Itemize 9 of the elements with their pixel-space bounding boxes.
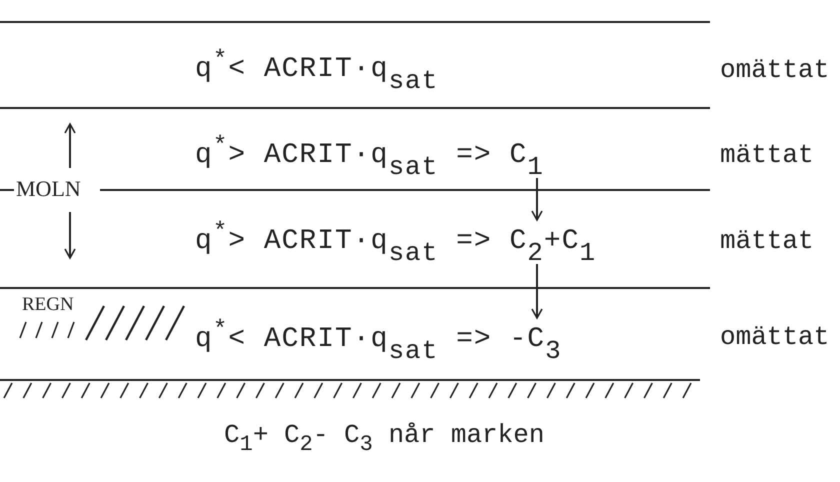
state-label: omättat: [720, 55, 830, 85]
note-text: C$_{1}$+ C$_{2}$- C$_{3}$ når marken: [224, 420, 544, 450]
state-label: mättat: [720, 226, 814, 256]
layer-label: MOLN: [16, 176, 81, 202]
arrow: [531, 264, 543, 319]
state-label: omättat: [720, 322, 830, 352]
layer-label: REGN: [22, 294, 74, 316]
state-label: mättat: [720, 140, 814, 170]
arrow: [531, 178, 543, 221]
